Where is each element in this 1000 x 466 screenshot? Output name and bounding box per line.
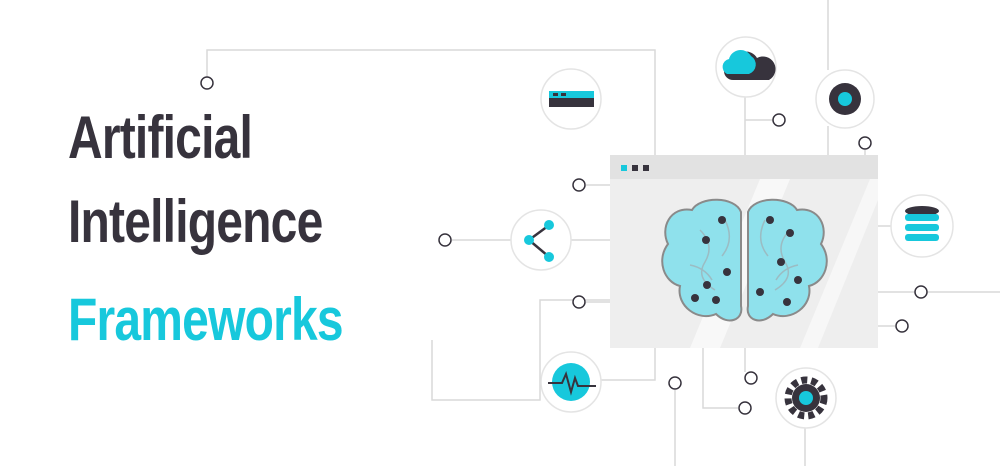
title-line-3: Frameworks <box>68 286 344 353</box>
brain-icon <box>661 198 828 322</box>
circuit-nodes <box>200 76 928 415</box>
database-icon <box>890 194 954 258</box>
cloud-icon <box>715 36 777 98</box>
pulse-icon <box>540 351 602 413</box>
target-icon <box>815 69 875 129</box>
title-line-2: Intelligence <box>68 188 323 255</box>
gear-icon <box>775 367 837 429</box>
browser-window <box>610 155 878 348</box>
share-icon <box>510 209 572 271</box>
title-line-1: Artificial <box>68 104 253 171</box>
circuit-lines <box>206 0 1000 466</box>
keyboard-icon <box>540 68 602 130</box>
